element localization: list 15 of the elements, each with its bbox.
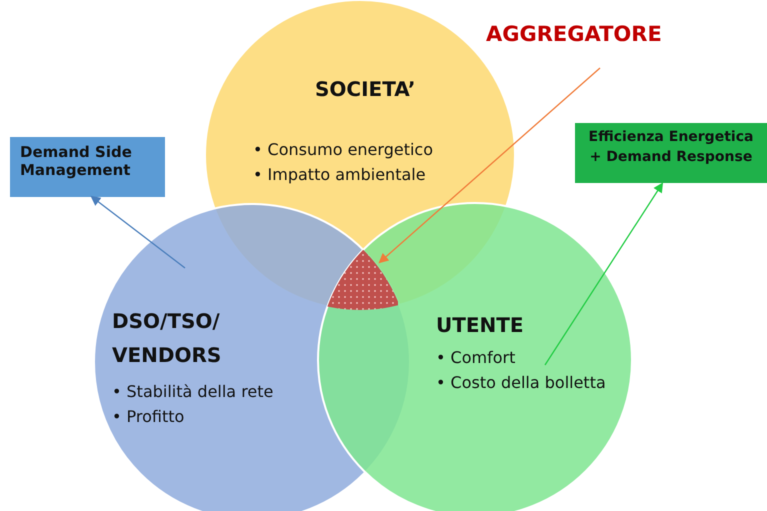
bullet-item: • Impatto ambientale xyxy=(253,165,427,184)
aggregator-title: AGGREGATORE xyxy=(486,22,661,50)
label-box: Demand Side Management xyxy=(10,137,165,197)
circle-heading: UTENTE xyxy=(436,312,525,339)
circle-heading: DSO/TSO/ VENDORS xyxy=(112,308,222,369)
bullet-item: • Costo della bolletta xyxy=(436,373,606,392)
bullet-item: • Stabilità della rete xyxy=(112,382,274,401)
circle-heading: SOCIETA’ xyxy=(315,76,417,103)
bullet-item: • Consumo energetico xyxy=(253,140,434,159)
arrow xyxy=(378,68,600,264)
arrow xyxy=(90,196,186,269)
bullet-item: • Comfort xyxy=(436,348,516,367)
arrow xyxy=(544,182,664,366)
label-box: Efficienza Energetica + Demand Response xyxy=(575,123,767,183)
bullet-item: • Profitto xyxy=(112,407,186,426)
